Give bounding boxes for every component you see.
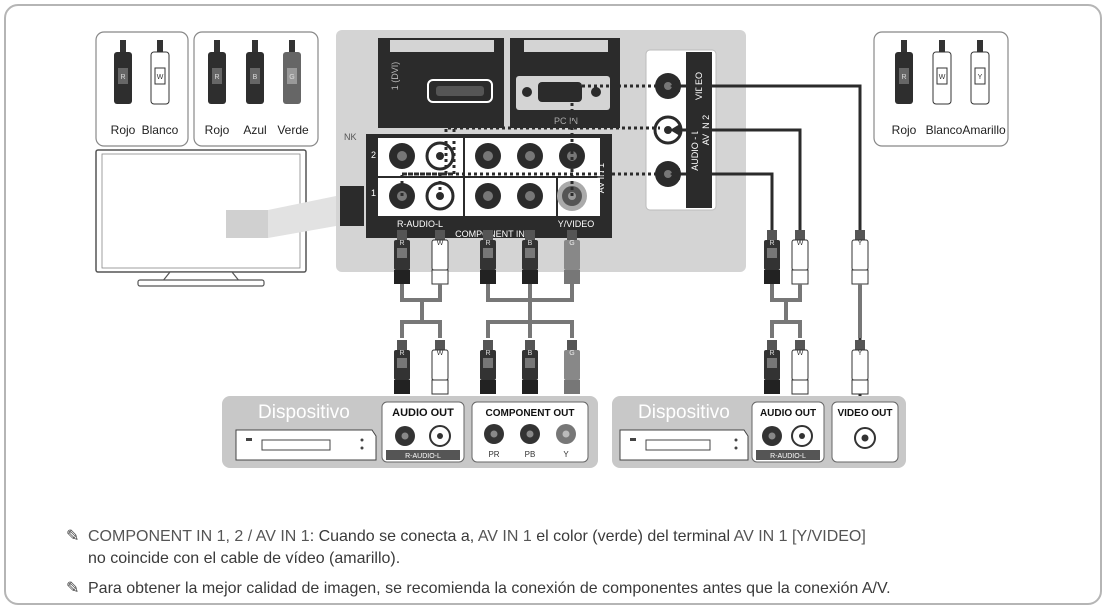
plug-letter-green: G [569, 350, 574, 357]
plug-letter-white: W [797, 240, 804, 247]
plug-letter-red: R [214, 74, 219, 81]
plug-letter-red: R [485, 240, 490, 247]
side-audio-label: AUDIO - L [690, 129, 700, 171]
note-1-bold-3: AV IN 1 [Y/VIDEO] [733, 528, 866, 545]
plug-letter-blue: B [528, 240, 533, 247]
legend-left-plugs [114, 40, 301, 105]
comp-label-y: Y [563, 450, 569, 459]
video-out-label: VIDEO OUT [837, 408, 892, 419]
legend-label-blanco: Blanco [142, 123, 179, 137]
plug-letter-yellow: Y [858, 240, 863, 247]
plug-letter-white: W [797, 350, 804, 357]
side-jacks [653, 73, 683, 187]
device-right-title: Dispositivo [638, 402, 730, 423]
note-1-text-2: el color (verde) del terminal [531, 528, 734, 545]
link-label: NK [344, 132, 357, 142]
pencil-icon: ✎ [66, 528, 80, 545]
plug-letter-green: G [569, 240, 574, 247]
note-1-bold-1: COMPONENT IN 1, 2 / AV IN 1 [88, 528, 310, 545]
plug-letter-red: R [901, 74, 906, 81]
av-in-1-label: AV IN 1 [596, 163, 606, 193]
plug-letter-red: R [399, 240, 404, 247]
device-left-title: Dispositivo [258, 402, 350, 423]
legend-label-verde: Verde [277, 123, 309, 137]
device-right-icon [619, 429, 749, 461]
audio-label: R-AUDIO-L [397, 219, 443, 229]
legend-label-azul: Azul [243, 123, 266, 137]
audio-out-label: AUDIO OUT [392, 407, 454, 419]
legend-label-rojo: Rojo [111, 123, 136, 137]
arrowheads [670, 80, 680, 180]
plug-letter-blue: B [528, 350, 533, 357]
device-left-icon [235, 429, 377, 461]
plug-letter-green: G [289, 74, 294, 81]
note-1-text-1: : Cuando se conecta a, [309, 528, 478, 545]
note-1-bold-2: AV IN 1 [477, 528, 532, 545]
audio-out-panel-right [751, 401, 825, 463]
audio-out-sublabel-right: R-AUDIO-L [770, 453, 806, 460]
audio-out-label-right: AUDIO OUT [760, 408, 816, 419]
video-label: Y/VIDEO [558, 219, 595, 229]
plug-letter-red: R [120, 74, 125, 81]
note-2-text: Para obtener la mejor calidad de imagen,… [88, 580, 891, 597]
note-1: ✎ COMPONENT IN 1, 2 / AV IN 1: Cuando se … [66, 526, 1066, 548]
component-out-label: COMPONENT OUT [486, 408, 575, 419]
plug-letter-red: R [769, 240, 774, 247]
plug-letter-red: R [769, 350, 774, 357]
plug-letter-red: R [485, 350, 490, 357]
comp-label-pr: PR [488, 450, 499, 459]
tv-icon [95, 149, 336, 287]
plug-letter-white: W [437, 240, 444, 247]
legend-label-amarillo: Amarillo [962, 123, 1006, 137]
note-1-continuation: no coincide con el cable de vídeo (amari… [88, 550, 401, 567]
pencil-icon: ✎ [66, 580, 80, 597]
hdmi-area [378, 38, 620, 128]
left-cables [394, 230, 580, 395]
legend-label-rojo: Rojo [205, 123, 230, 137]
plug-letter-blue: B [253, 74, 258, 81]
legend-label-blanco: Blanco [926, 123, 963, 137]
plug-letter-white: W [157, 74, 164, 81]
plug-letter-white: W [437, 350, 444, 357]
legend-label-rojo: Rojo [892, 123, 917, 137]
hdmi-label: 1 (DVI) [390, 62, 400, 91]
plug-letter-yellow: Y [858, 350, 863, 357]
comp-label-pb: PB [525, 450, 536, 459]
plug-letter-white: W [939, 74, 946, 81]
pc-in-label: PC IN [554, 116, 578, 126]
right-cables [764, 230, 869, 395]
audio-out-sublabel: R-AUDIO-L [405, 453, 441, 460]
plug-letter-yellow: Y [978, 74, 983, 81]
legend-right-plugs [895, 40, 990, 105]
row-1-label: 1 [371, 188, 376, 198]
row-2-label: 2 [371, 150, 376, 160]
note-2: ✎ Para obtener la mejor calidad de imagen… [66, 578, 1086, 600]
alternate-connection-lines [400, 84, 660, 196]
plug-letter-red: R [399, 350, 404, 357]
